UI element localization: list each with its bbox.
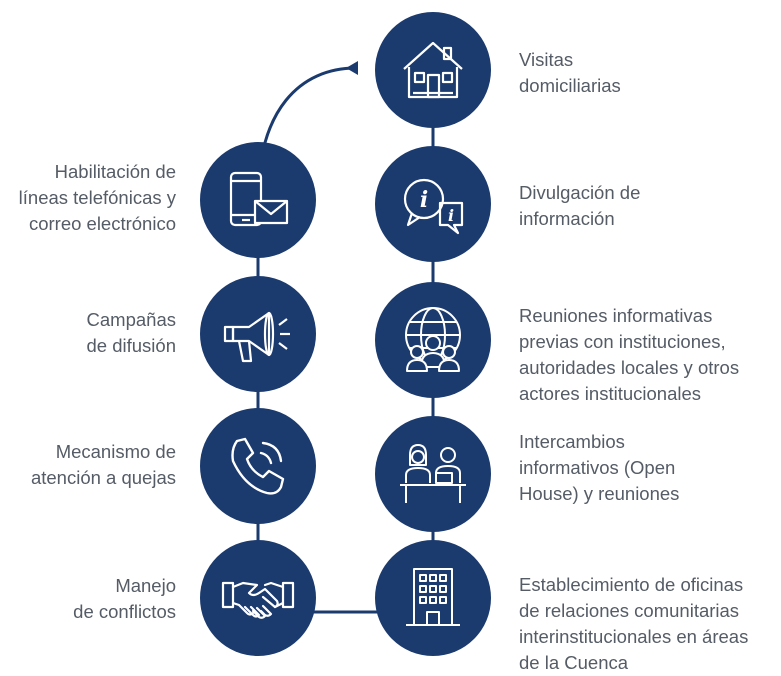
label-lineas-telefonicas-correo: Habilitación de líneas telefónicas y cor… — [18, 161, 176, 234]
label-manejo-conflictos: Manejo de conflictos — [73, 575, 176, 622]
node-reuniones-informativas — [375, 282, 491, 398]
node-manejo-conflictos — [200, 540, 316, 656]
node-divulgacion-informacion: i i — [375, 146, 491, 262]
node-campanas-difusion — [200, 276, 316, 392]
label-divulgacion-informacion: Divulgación de información — [519, 182, 641, 229]
node-lineas-telefonicas-correo — [200, 142, 316, 258]
phone-mail-icon — [229, 171, 289, 227]
handshake-icon — [221, 581, 295, 619]
svg-text:i: i — [448, 206, 454, 225]
megaphone-icon — [223, 311, 290, 363]
office-building-icon — [406, 568, 460, 626]
node-atencion-quejas — [200, 408, 316, 524]
label-reuniones-informativas: Reuniones informativas previas con insti… — [519, 305, 740, 404]
node-establecimiento-oficinas — [375, 540, 491, 656]
info-chat-icon: i i — [403, 178, 464, 235]
label-intercambios-informativos: Intercambios informativos (Open House) y… — [519, 431, 680, 504]
node-visitas-domiciliarias — [375, 12, 491, 128]
node-intercambios-informativos — [375, 416, 491, 532]
globe-people-icon — [405, 307, 461, 372]
meeting-desk-icon — [400, 444, 466, 503]
label-campanas-difusion: Campañas de difusión — [86, 309, 176, 356]
label-visitas-domiciliarias: Visitas domiciliarias — [519, 49, 621, 96]
phone-call-icon — [231, 437, 285, 495]
label-atencion-quejas: Mecanismo de atención a quejas — [30, 441, 176, 488]
house-icon — [403, 41, 463, 99]
svg-text:i: i — [420, 187, 428, 213]
arrow-head-icon — [346, 61, 358, 75]
label-establecimiento-oficinas: Establecimiento de oficinas de relacione… — [519, 574, 749, 673]
